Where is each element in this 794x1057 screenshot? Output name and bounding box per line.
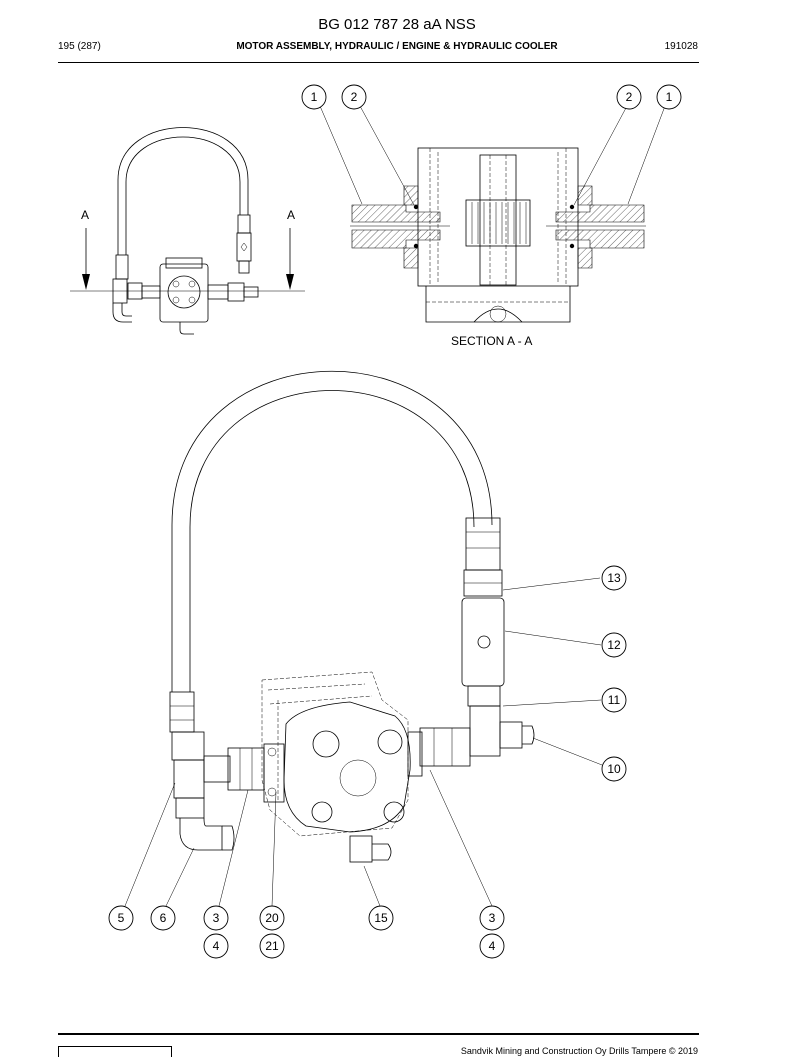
brand-logo: [58, 1046, 172, 1057]
svg-text:13: 13: [607, 571, 621, 585]
date-code: 191028: [664, 41, 698, 52]
cut-mark-right: A: [287, 208, 295, 222]
svg-text:15: 15: [374, 911, 388, 925]
callout-1-right: 1: [656, 84, 682, 110]
svg-text:4: 4: [489, 939, 496, 953]
svg-text:6: 6: [160, 911, 167, 925]
cut-mark-left: A: [81, 208, 89, 222]
page-number: 195 (287): [58, 41, 101, 52]
callout-2-left: 2: [341, 84, 367, 110]
header-rule: [58, 62, 699, 63]
callout-12: 12: [601, 632, 627, 658]
callout-4-right: 4: [479, 933, 505, 959]
callout-11: 11: [601, 687, 627, 713]
callout-2-right: 2: [616, 84, 642, 110]
footer-rule: [58, 1033, 699, 1035]
svg-text:10: 10: [607, 762, 621, 776]
callout-3-right: 3: [479, 905, 505, 931]
svg-text:12: 12: [607, 638, 621, 652]
svg-text:1: 1: [666, 90, 673, 104]
callout-3-left: 3: [203, 905, 229, 931]
callout-15: 15: [368, 905, 394, 931]
svg-text:2: 2: [626, 90, 633, 104]
callout-20: 20: [259, 905, 285, 931]
svg-text:2: 2: [351, 90, 358, 104]
svg-text:3: 3: [489, 911, 496, 925]
overview-view: [70, 127, 305, 335]
document-code: BG 012 787 28 aA NSS: [318, 16, 476, 33]
section-view: [319, 105, 666, 323]
svg-text:3: 3: [213, 911, 220, 925]
callout-4-left: 4: [203, 933, 229, 959]
svg-text:5: 5: [118, 911, 125, 925]
svg-text:20: 20: [265, 911, 279, 925]
callout-5: 5: [108, 905, 134, 931]
section-caption: SECTION A - A: [451, 334, 532, 348]
main-assembly-view: [124, 370, 603, 907]
svg-text:11: 11: [608, 693, 621, 707]
callout-13: 13: [601, 565, 627, 591]
callout-1-left: 1: [301, 84, 327, 110]
callout-10: 10: [601, 756, 627, 782]
section-title: MOTOR ASSEMBLY, HYDRAULIC / ENGINE & HYD…: [236, 41, 558, 52]
copyright-notice: Sandvik Mining and Construction Oy Drill…: [460, 1046, 698, 1056]
callout-21: 21: [259, 933, 285, 959]
svg-text:1: 1: [311, 90, 318, 104]
svg-text:4: 4: [213, 939, 220, 953]
svg-text:21: 21: [265, 939, 279, 953]
callout-6: 6: [150, 905, 176, 931]
